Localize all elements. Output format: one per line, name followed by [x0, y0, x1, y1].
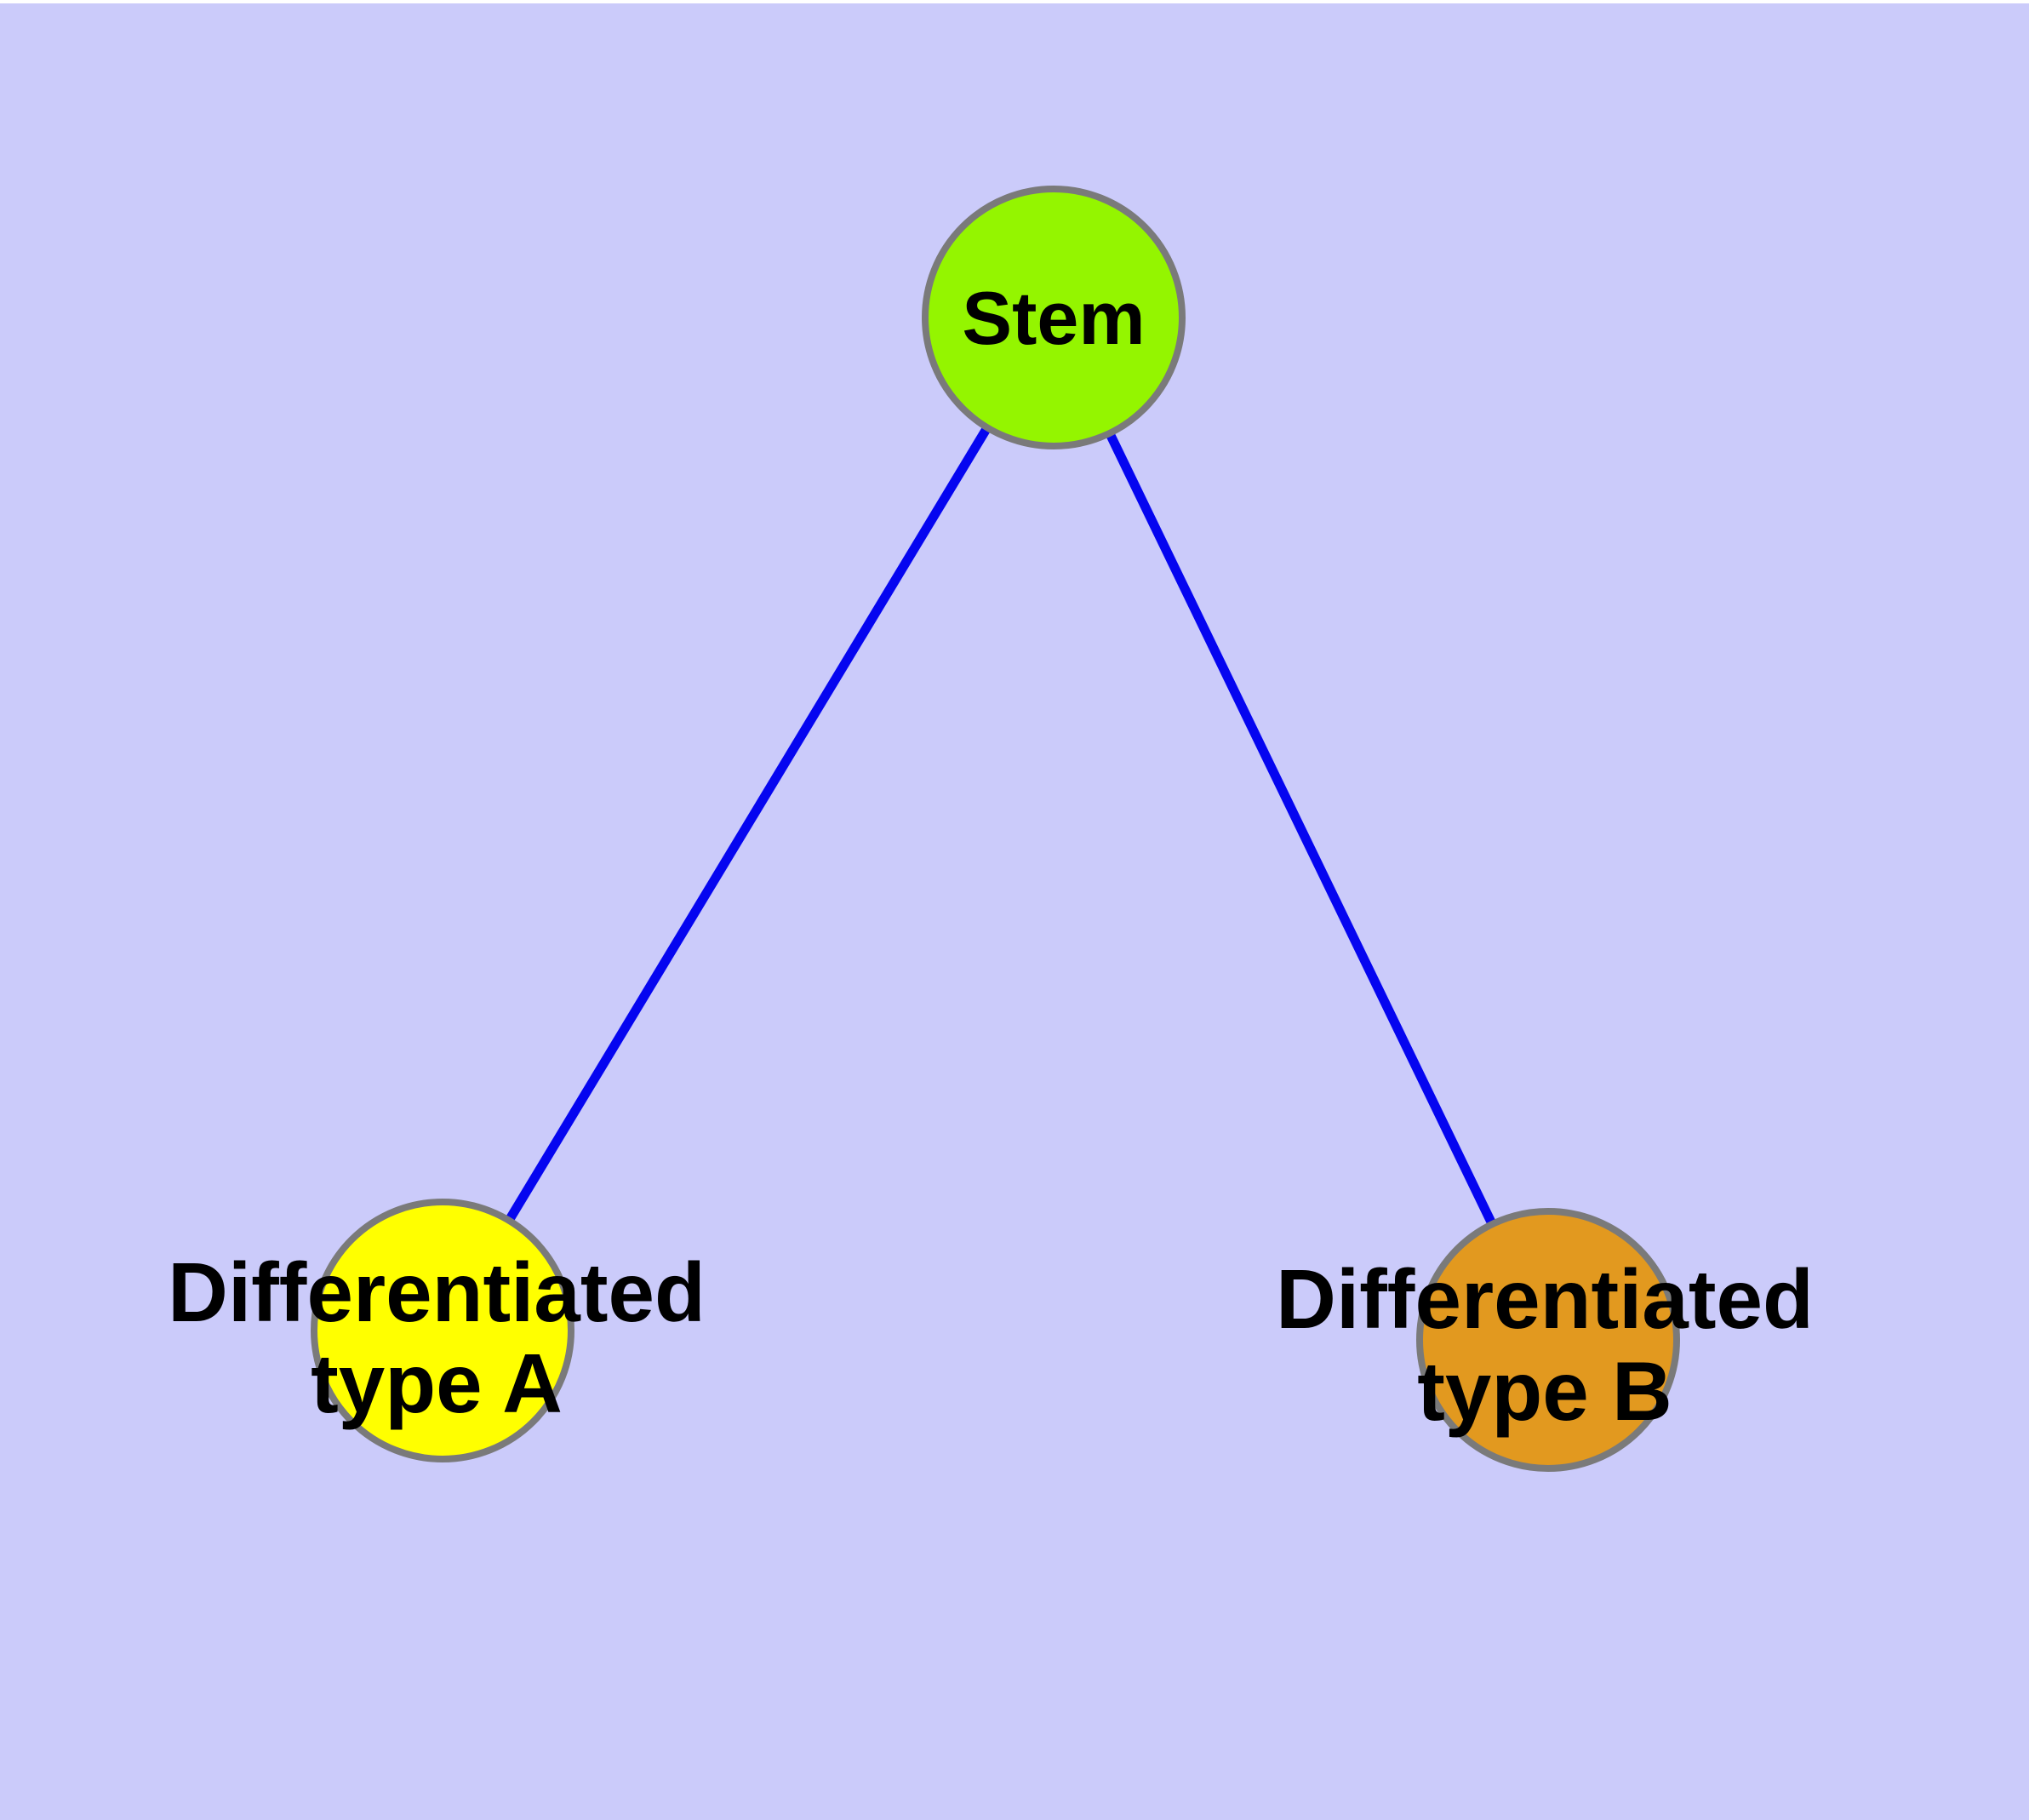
node-stem-label: Stem [962, 276, 1145, 360]
node-stem[interactable] [922, 186, 1186, 449]
edge-stem-to-type-b [1049, 315, 1552, 1342]
node-differentiated-type-b[interactable] [1416, 1208, 1680, 1472]
canvas-top-border [0, 0, 2029, 3]
edge-stem-to-type-a [438, 315, 1058, 1333]
node-differentiated-type-a[interactable] [311, 1199, 574, 1462]
node-type-b-label-line1: Differentiated [1276, 1252, 1814, 1346]
node-type-a-label-line1: Differentiated [168, 1245, 706, 1339]
node-type-b-label-line2: type B [1417, 1344, 1672, 1438]
node-type-a-label-line2: type A [311, 1336, 563, 1430]
